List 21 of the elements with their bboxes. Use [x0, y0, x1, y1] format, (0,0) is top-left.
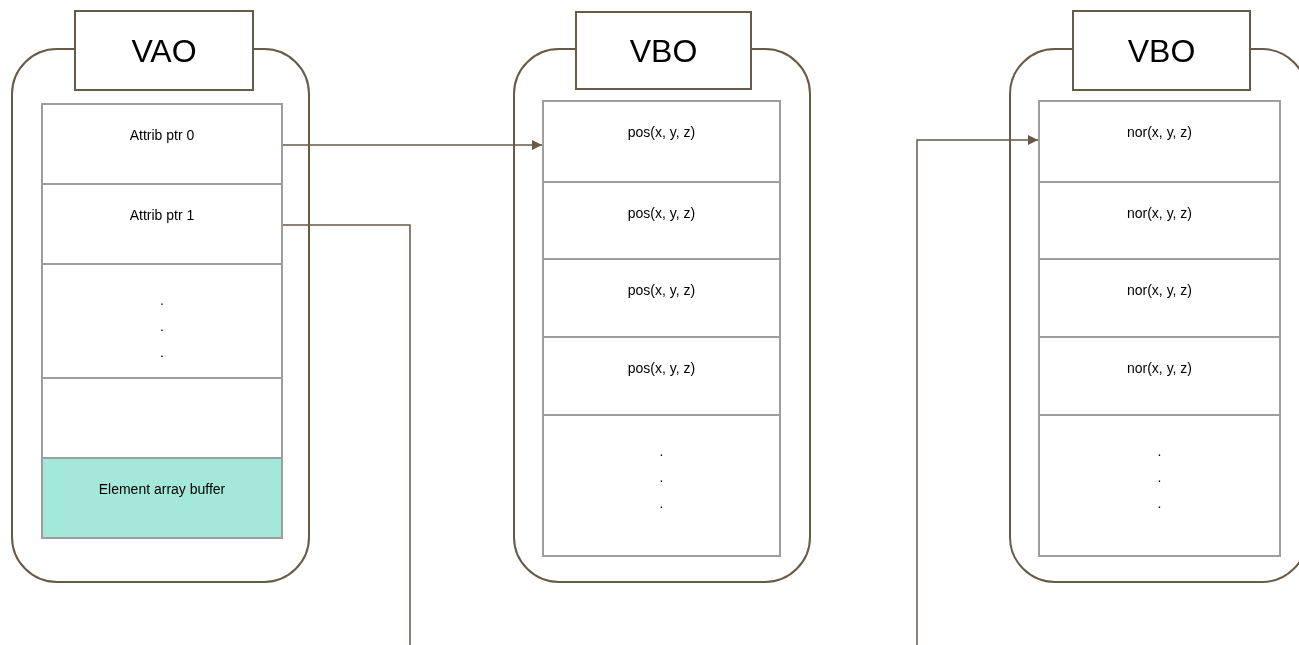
empty-cell [41, 377, 283, 459]
connector-line [282, 224, 411, 645]
table-cell: . . . [542, 414, 781, 557]
table-cell: nor(x, y, z) [1038, 336, 1281, 416]
table-cell: Element array buffer [41, 457, 283, 539]
table-cell: pos(x, y, z) [542, 100, 781, 183]
container-title: VBO [1072, 10, 1251, 91]
table-cell: . . . [1038, 414, 1281, 557]
container-title: VAO [74, 10, 254, 91]
table-cell: nor(x, y, z) [1038, 181, 1281, 260]
table-cell: pos(x, y, z) [542, 336, 781, 416]
table-cell: pos(x, y, z) [542, 181, 781, 260]
table-cell: nor(x, y, z) [1038, 100, 1281, 183]
table-cell: Attrib ptr 1 [41, 183, 283, 265]
container-title: VBO [575, 11, 752, 90]
table-cell: Attrib ptr 0 [41, 103, 283, 185]
table-cell: nor(x, y, z) [1038, 258, 1281, 338]
arrow [916, 135, 1039, 645]
arrow [282, 140, 543, 150]
table-cell: pos(x, y, z) [542, 258, 781, 338]
table-cell: . . . [41, 263, 283, 379]
